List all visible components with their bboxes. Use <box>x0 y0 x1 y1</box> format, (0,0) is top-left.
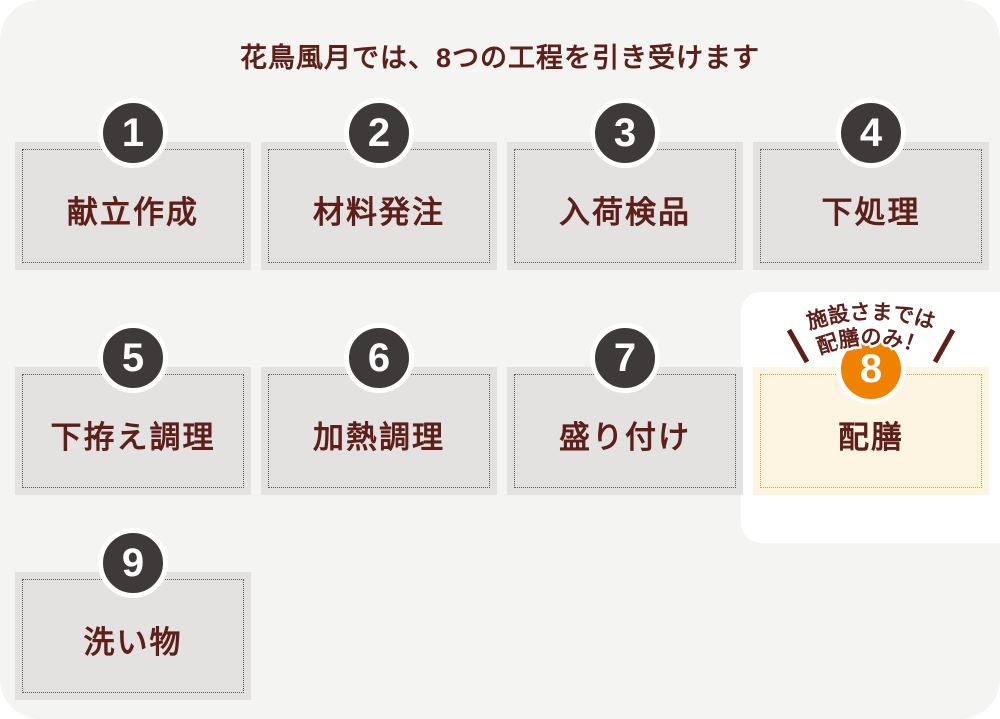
badge-text-line2: 配膳のみ！ <box>812 323 931 362</box>
step-number-badge-9: 9 <box>98 528 168 598</box>
step-number: 8 <box>859 347 883 391</box>
step-label: 下処理 <box>821 195 921 231</box>
step-card-4: 4 下処理 <box>753 98 989 270</box>
step-card-1: 1 献立作成 <box>15 98 251 270</box>
step-card-3: 3 入荷検品 <box>507 98 743 270</box>
svg-text:配膳のみ！: 配膳のみ！ <box>814 325 928 359</box>
step-number-badge-4: 4 <box>836 98 906 168</box>
step-label: 加熱調理 <box>313 420 445 456</box>
highlight-callout-badge: 施設さまでは 配膳のみ！ <box>786 298 956 364</box>
step-label: 配膳 <box>838 420 904 456</box>
step-number: 4 <box>859 111 883 155</box>
step-label: 洗い物 <box>83 625 183 661</box>
step-number-badge-2: 2 <box>344 98 414 168</box>
step-number: 6 <box>367 336 391 380</box>
step-number-badge-8: 8 <box>836 334 906 404</box>
page-title: 花鳥風月では、8つの工程を引き受けます <box>239 43 760 73</box>
step-number-badge-5: 5 <box>98 323 168 393</box>
step-label: 入荷検品 <box>559 195 691 231</box>
step-number-badge-3: 3 <box>590 98 660 168</box>
step-number: 9 <box>121 541 145 585</box>
step-number-badge-6: 6 <box>344 323 414 393</box>
step-number-badge-1: 1 <box>98 98 168 168</box>
step-card-9: 9 洗い物 <box>15 528 251 700</box>
step-number: 2 <box>367 111 391 155</box>
step-card-5: 5 下拵え調理 <box>15 323 251 495</box>
step-label: 下拵え調理 <box>50 420 216 456</box>
step-number: 7 <box>613 336 637 380</box>
step-card-7: 7 盛り付け <box>507 323 743 495</box>
step-number: 5 <box>121 336 145 380</box>
step-label: 盛り付け <box>559 420 691 456</box>
badge-slash-left-icon <box>786 328 810 364</box>
badge-slash-right-icon <box>932 328 956 364</box>
step-label: 献立作成 <box>67 195 199 231</box>
step-label: 材料発注 <box>313 195 445 231</box>
step-number: 3 <box>613 111 637 155</box>
step-card-2: 2 材料発注 <box>261 98 497 270</box>
step-card-6: 6 加熱調理 <box>261 323 497 495</box>
step-card-8-highlighted: 8 配膳 <box>753 334 989 495</box>
step-number: 1 <box>121 111 145 155</box>
step-number-badge-7: 7 <box>590 323 660 393</box>
